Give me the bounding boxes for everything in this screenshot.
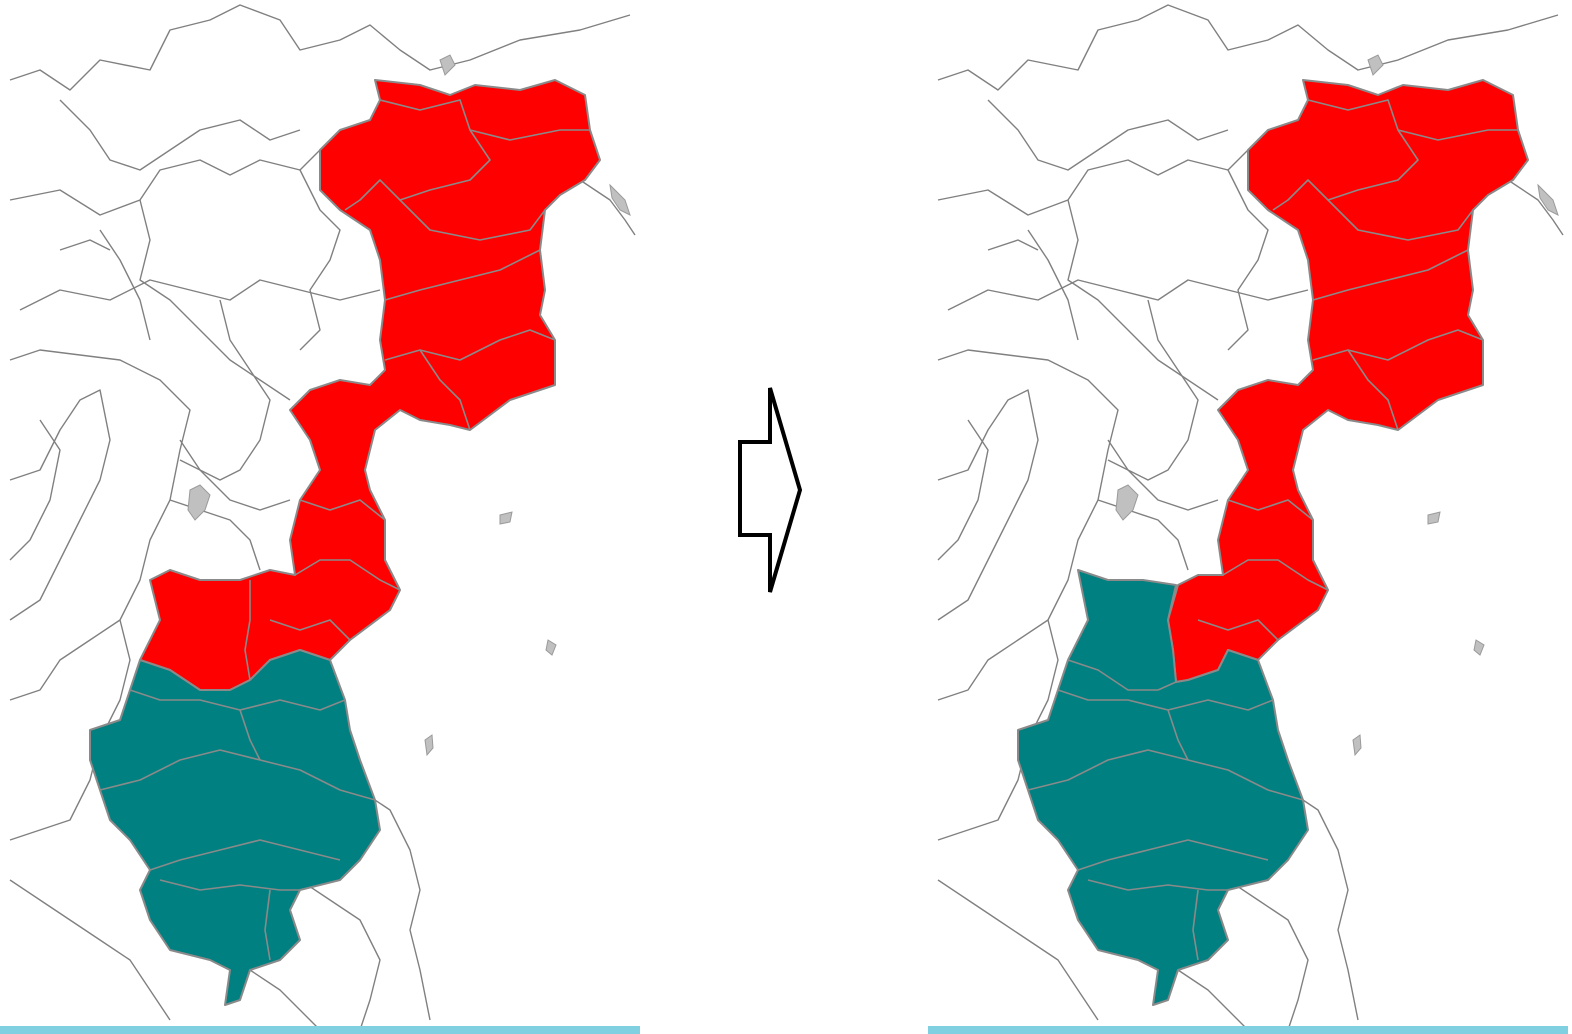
bottom-rule-right bbox=[928, 1026, 1568, 1034]
before-map-canvas bbox=[9, 4, 636, 1031]
lakes bbox=[187, 54, 631, 861]
after-map bbox=[928, 0, 1568, 1034]
after-map-canvas bbox=[937, 4, 1564, 1031]
right-arrow-icon bbox=[728, 380, 808, 600]
red-region bbox=[139, 79, 601, 691]
teal-region bbox=[89, 649, 381, 1006]
teal-region bbox=[1017, 569, 1309, 1006]
bottom-rule-left bbox=[0, 1026, 640, 1034]
red-region bbox=[1167, 79, 1529, 683]
before-map bbox=[0, 0, 640, 1034]
